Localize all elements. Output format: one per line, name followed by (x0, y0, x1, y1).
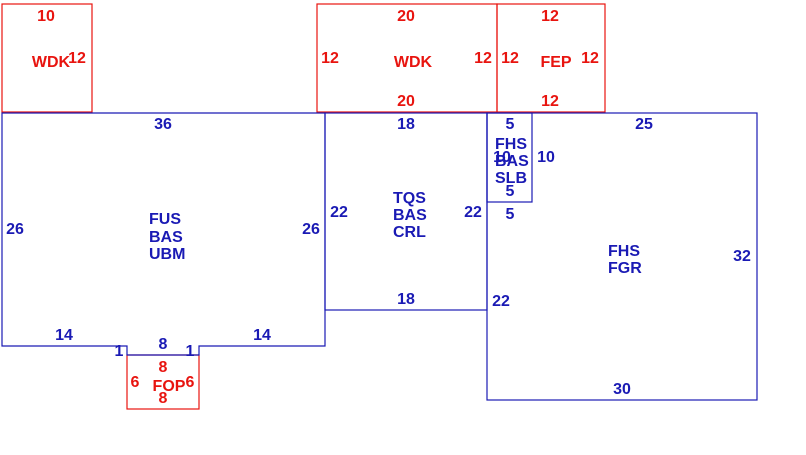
fep-right-dim: 12 (581, 50, 599, 67)
fhs-fgr-top-dim: 25 (635, 116, 653, 133)
fep-left-dim: 12 (501, 50, 519, 67)
fus-label-line2: BAS (149, 229, 183, 246)
fep-code: FEP (540, 54, 571, 71)
fus-label-line1: FUS (149, 211, 181, 228)
fhs-fgr-right-dim: 32 (733, 248, 751, 265)
fhs-small-bottom-dim: 5 (506, 206, 515, 223)
fop-left-dim: 6 (131, 374, 140, 391)
wdk-mid-code: WDK (394, 54, 433, 71)
fus-notch-right-dim: 1 (186, 343, 195, 360)
tqs-right-dim: 22 (464, 204, 482, 221)
wdk-left-code: WDK (32, 54, 71, 71)
fhs-fgr-left-dim: 22 (492, 293, 510, 310)
wdk-left-top-dim: 10 (37, 8, 55, 25)
wdk-left-right-dim: 12 (68, 50, 86, 67)
fop-bottom-dim: 8 (159, 390, 168, 407)
fop-code: FOP (153, 378, 186, 395)
wdk-mid-right-dim: 12 (474, 50, 492, 67)
tqs-label-line2: BAS (393, 207, 427, 224)
wdk-mid-bottom-dim: 20 (397, 93, 415, 110)
tqs-label-line1: TQS (393, 190, 426, 207)
fep-outline (496, 3, 606, 113)
fus-top-dim: 36 (154, 116, 172, 133)
fus-bottom-left-dim: 14 (55, 327, 73, 344)
fus-left-dim: 26 (6, 221, 24, 238)
tqs-top-dim: 18 (397, 116, 415, 133)
wdk-mid-left-dim: 12 (321, 50, 339, 67)
fus-right-dim: 26 (302, 221, 320, 238)
fhs-small-label-line3: SLB (495, 170, 527, 187)
fop-right-dim: 6 (186, 374, 195, 391)
fhs-small-label-line2: BAS (495, 153, 529, 170)
fhs-fgr-label-line2: FGR (608, 260, 642, 277)
fhs-small-top-dim: 5 (506, 116, 515, 133)
fhs-small-outline (486, 112, 533, 203)
fus-bottom-right-dim: 14 (253, 327, 271, 344)
fus-label-line3: UBM (149, 246, 185, 263)
fhs-fgr-outline (486, 112, 758, 401)
tqs-left-dim: 22 (330, 204, 348, 221)
tqs-bottom-dim: 18 (397, 291, 415, 308)
fhs-small-right-dim: 10 (537, 149, 555, 166)
wdk-mid-top-dim: 20 (397, 8, 415, 25)
fhs-fgr-label-line1: FHS (608, 243, 640, 260)
fop-top-dim: 8 (159, 359, 168, 376)
fhs-small-inner-bottom-dim: 5 (506, 183, 515, 200)
wdk-left-outline (1, 3, 93, 113)
fep-top-dim: 12 (541, 8, 559, 25)
fhs-fgr-bottom-dim: 30 (613, 381, 631, 398)
fus-notch-top-dim: 8 (159, 336, 168, 353)
fhs-small-label-line1: FHS (495, 136, 527, 153)
fep-bottom-dim: 12 (541, 93, 559, 110)
fus-notch-left-dim: 1 (115, 343, 124, 360)
tqs-label-line3: CRL (393, 224, 426, 241)
fhs-small-left-dim: 10 (493, 149, 511, 166)
